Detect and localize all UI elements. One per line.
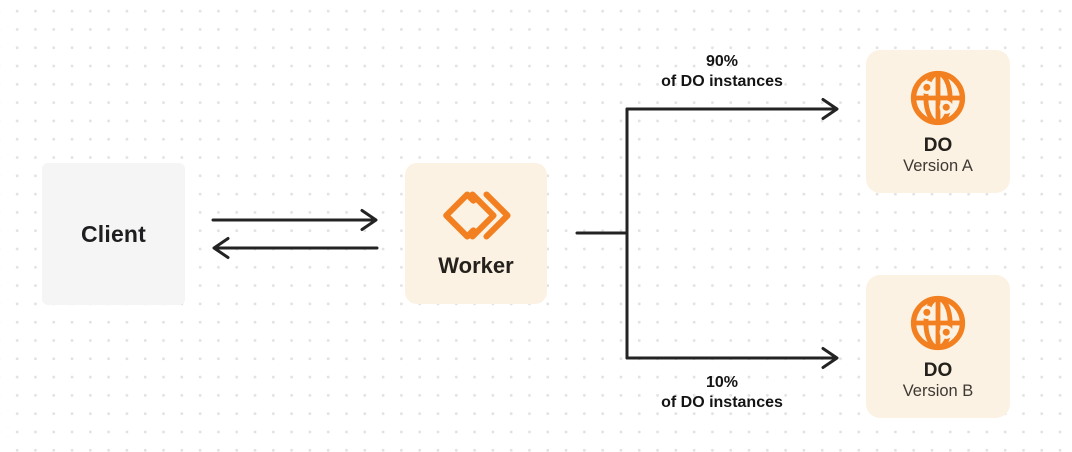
do-version-b-title: DO — [923, 359, 953, 381]
branch-top-label: 90% of DO instances — [612, 52, 832, 92]
globe-icon — [907, 67, 969, 129]
arrowhead-worker-to-client — [212, 237, 230, 259]
arrowhead-branch-bottom — [821, 347, 839, 369]
branch-bottom-label: 10% of DO instances — [612, 373, 832, 413]
arrowhead-client-to-worker — [360, 209, 378, 231]
client-label: Client — [80, 220, 147, 247]
arrowhead-branch-top — [821, 98, 839, 120]
do-version-a-title: DO — [923, 134, 953, 156]
branch-top-percent: 90% — [705, 53, 739, 70]
do-version-a-node: DO Version A — [866, 50, 1010, 193]
branch-bottom-caption: of DO instances — [661, 394, 783, 411]
workers-chevrons-icon — [441, 189, 511, 242]
client-node: Client — [42, 163, 185, 305]
worker-label: Worker — [438, 252, 514, 278]
globe-icon — [907, 292, 969, 354]
do-version-b-subtitle: Version B — [902, 381, 974, 400]
branch-top-caption: of DO instances — [661, 73, 783, 90]
branch-bottom-percent: 10% — [705, 374, 739, 391]
worker-node: Worker — [405, 163, 547, 304]
do-version-a-subtitle: Version A — [903, 156, 973, 175]
do-version-b-node: DO Version B — [866, 275, 1010, 418]
